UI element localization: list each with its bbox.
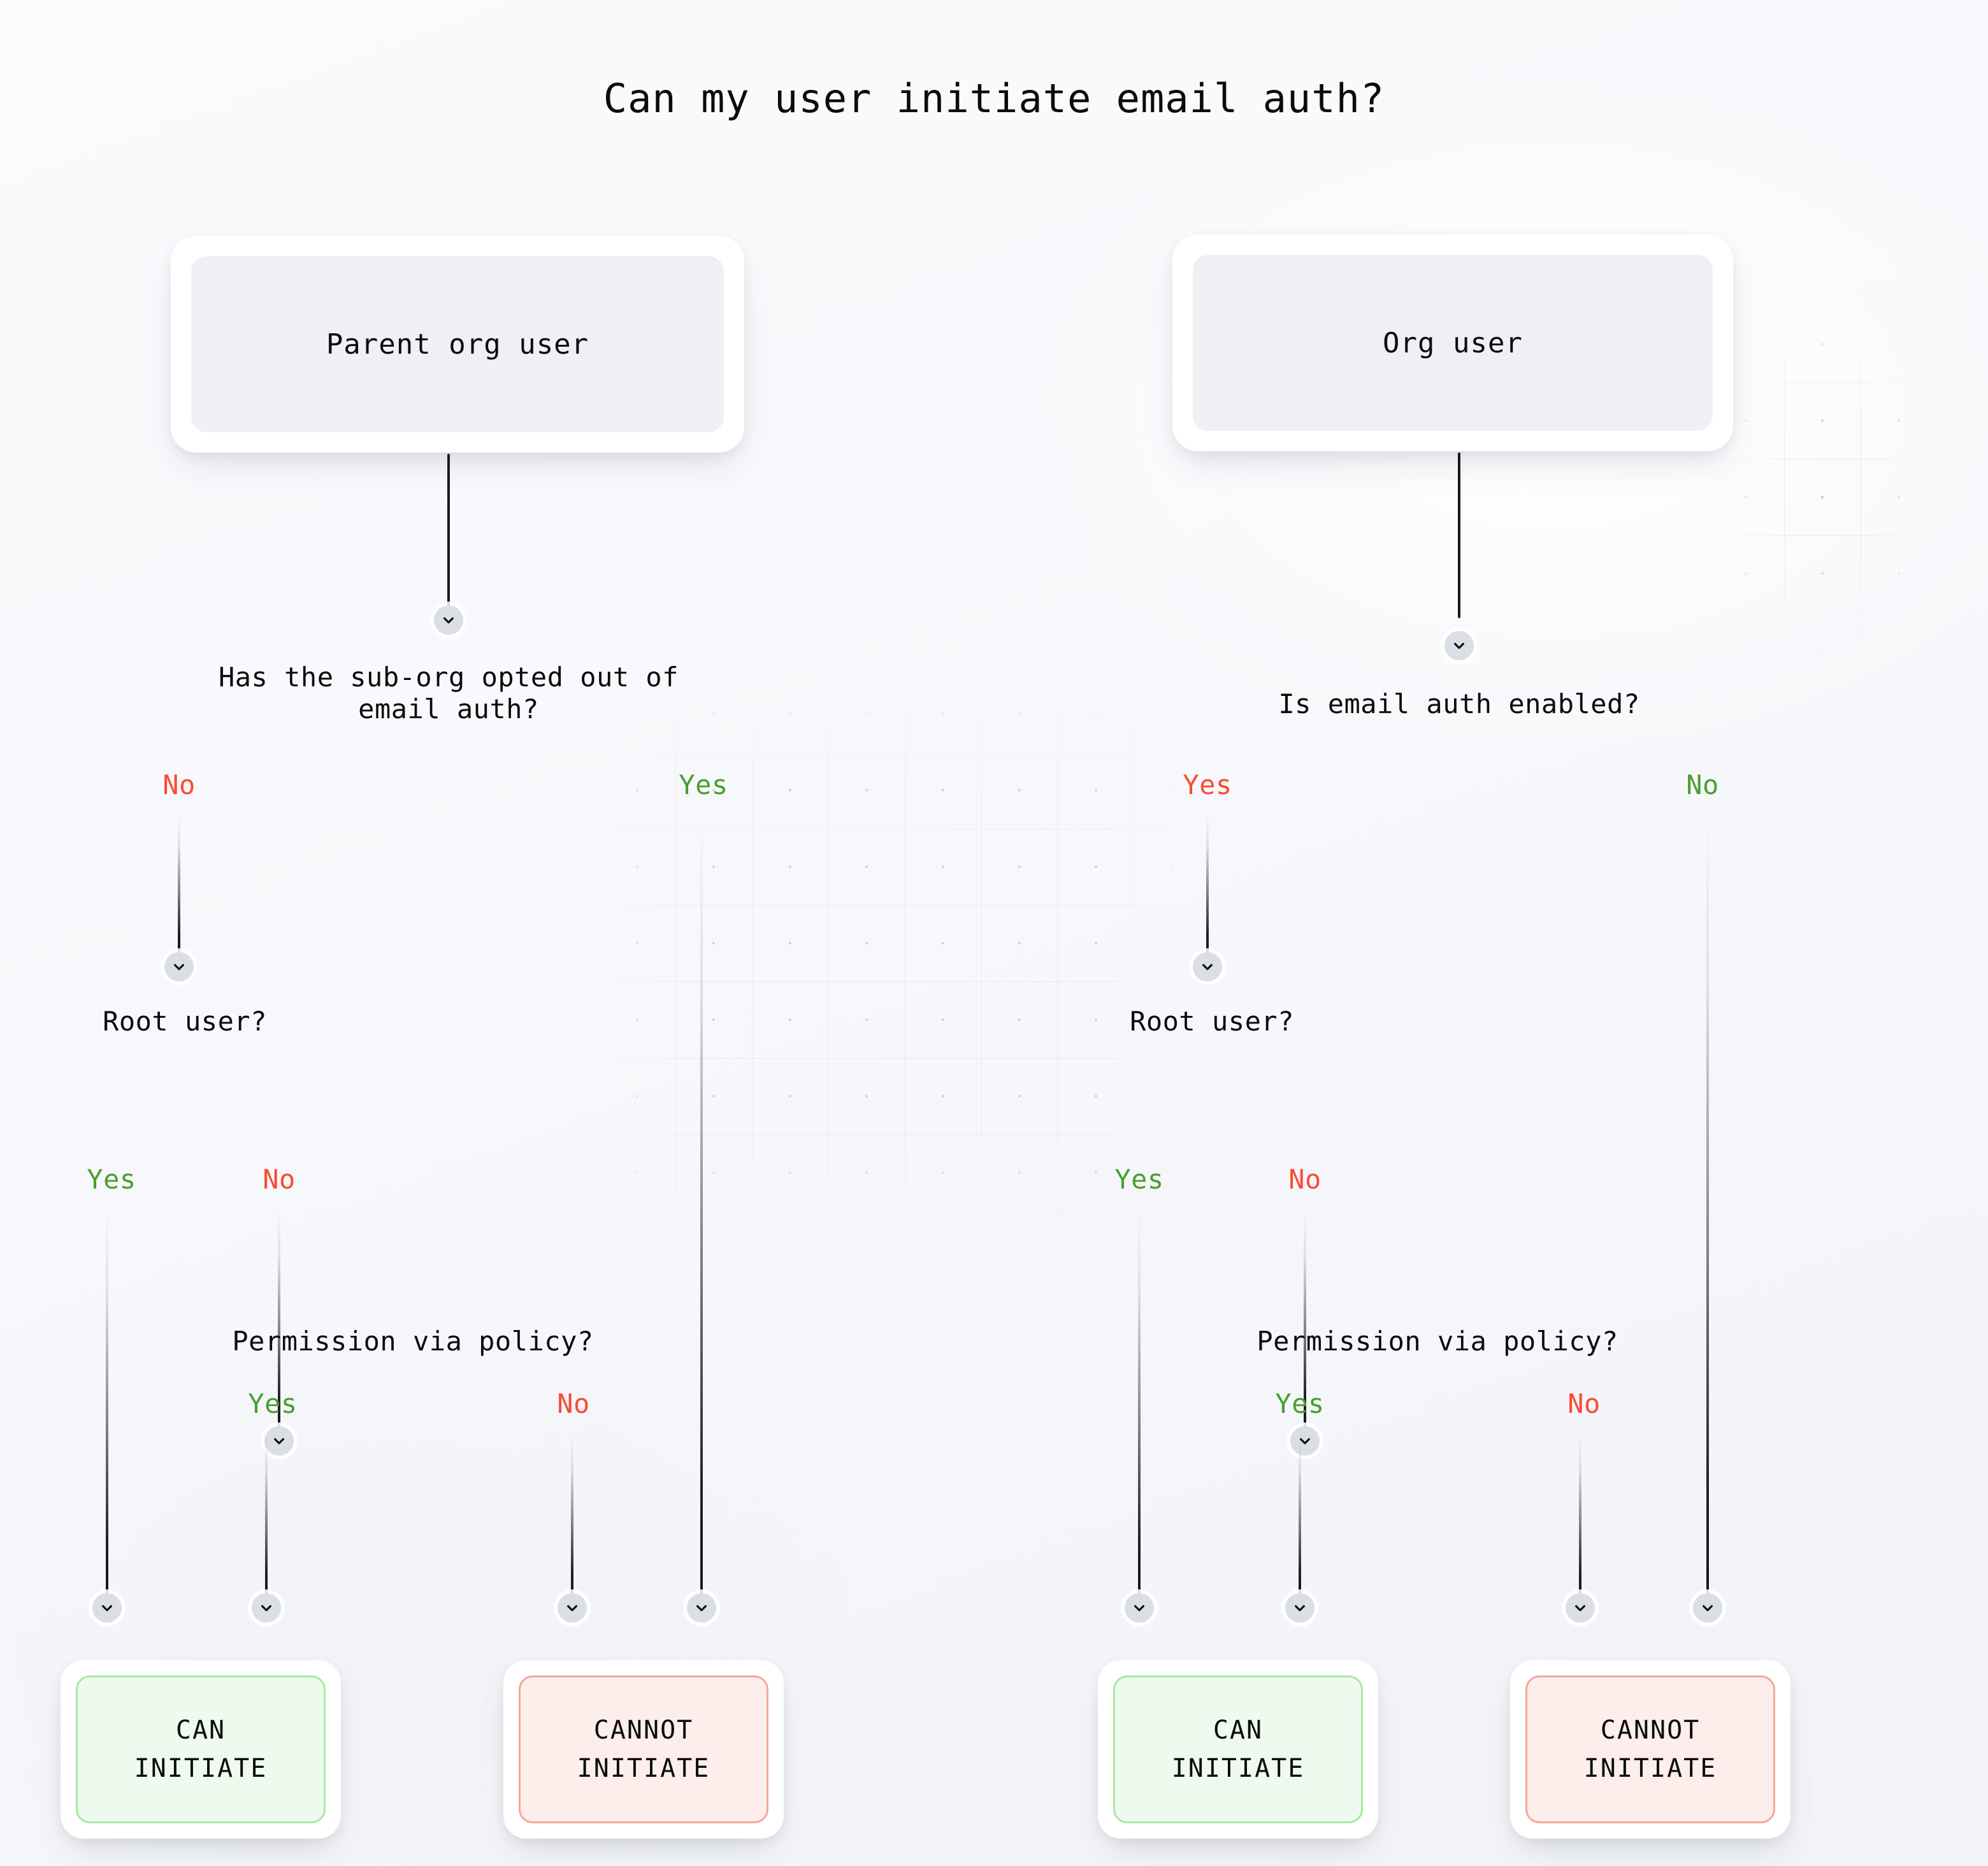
outcome-box: CANNOT INITIATE — [519, 1675, 768, 1823]
edge-q2-no-to-q3-left — [278, 1210, 280, 1428]
outcome-line-1: CAN — [175, 1716, 226, 1745]
outcome-line-1: CANNOT — [1600, 1716, 1701, 1745]
outcome-box: CAN INITIATE — [1113, 1675, 1363, 1823]
branch-label-q1-no-right[interactable]: No — [1686, 769, 1719, 800]
question-permission-via-policy-right: Permission via policy? — [1257, 1326, 1618, 1357]
branch-label-q3-yes-left[interactable]: Yes — [248, 1388, 298, 1419]
question-root-user-left: Root user? — [103, 1006, 267, 1037]
outcome-line-2: INITIATE — [1171, 1754, 1305, 1783]
branch-label-q1-yes-left[interactable]: Yes — [679, 769, 728, 800]
chevron-down-icon[interactable] — [1444, 631, 1474, 660]
outcome-line-1: CANNOT — [593, 1716, 694, 1745]
branch-label-q2-no-left[interactable]: No — [263, 1164, 296, 1195]
page-title: Can my user initiate email auth? — [603, 75, 1385, 122]
question-root-user-right: Root user? — [1130, 1006, 1294, 1037]
edge-q1-no-to-cannot-right — [1706, 814, 1709, 1595]
chevron-down-icon[interactable] — [252, 1593, 281, 1623]
edge-q3-yes-to-can-right — [1299, 1434, 1301, 1595]
edge-q1-yes-to-cannot-left — [700, 814, 703, 1595]
chevron-down-icon[interactable] — [558, 1593, 587, 1623]
branch-label-q2-yes-right[interactable]: Yes — [1114, 1164, 1164, 1195]
start-node-parent-org-user[interactable]: Parent org user — [171, 236, 744, 452]
outcome-can-initiate-left[interactable]: CAN INITIATE — [61, 1660, 341, 1839]
chevron-down-icon[interactable] — [687, 1593, 716, 1623]
chevron-down-icon[interactable] — [1693, 1593, 1722, 1623]
edge-q3-no-to-cannot-left — [571, 1434, 573, 1595]
decorative-grid-top-right — [1708, 306, 1988, 739]
outcome-cannot-initiate-left[interactable]: CANNOT INITIATE — [503, 1660, 784, 1839]
edge-q1-no-to-q2-left — [178, 814, 180, 953]
branch-label-q2-yes-left[interactable]: Yes — [87, 1164, 136, 1195]
chevron-down-icon[interactable] — [1290, 1426, 1320, 1456]
branch-label-q3-no-left[interactable]: No — [557, 1388, 590, 1419]
chevron-down-icon[interactable] — [1285, 1593, 1315, 1623]
branch-label-q1-yes-right[interactable]: Yes — [1183, 769, 1232, 800]
question-email-auth-enabled: Is email auth enabled? — [1278, 688, 1640, 720]
question-sub-org-opted-out: Has the sub-org opted out of email auth? — [218, 662, 679, 725]
branch-label-q3-yes-right[interactable]: Yes — [1275, 1388, 1325, 1419]
chevron-down-icon[interactable] — [1125, 1593, 1154, 1623]
edge-q2-yes-to-can-left — [106, 1210, 108, 1595]
outcome-line-1: CAN — [1213, 1716, 1264, 1745]
outcome-line-2: INITIATE — [1583, 1754, 1717, 1783]
outcome-can-initiate-right[interactable]: CAN INITIATE — [1098, 1660, 1378, 1839]
outcome-line-2: INITIATE — [134, 1754, 268, 1783]
start-node-label: Org user — [1193, 255, 1713, 431]
branch-label-q1-no-left[interactable]: No — [162, 769, 196, 800]
outcome-line-2: INITIATE — [577, 1754, 710, 1783]
chevron-down-icon[interactable] — [434, 605, 463, 635]
edge-root-to-q1-left — [447, 454, 450, 607]
chevron-down-icon[interactable] — [264, 1426, 294, 1456]
chevron-down-icon[interactable] — [1566, 1593, 1595, 1623]
outcome-box: CANNOT INITIATE — [1525, 1675, 1775, 1823]
question-permission-via-policy-left: Permission via policy? — [232, 1326, 594, 1357]
decorative-grid-center — [599, 676, 1185, 1275]
edge-q3-yes-to-can-left — [265, 1434, 268, 1595]
decorative-grid-dots-top-right — [1708, 306, 1988, 739]
start-node-label: Parent org user — [191, 256, 724, 432]
chevron-down-icon[interactable] — [1193, 952, 1222, 981]
edge-q3-no-to-cannot-right — [1579, 1434, 1581, 1595]
edge-q1-yes-to-q2-right — [1206, 814, 1209, 953]
branch-label-q2-no-right[interactable]: No — [1288, 1164, 1322, 1195]
outcome-cannot-initiate-right[interactable]: CANNOT INITIATE — [1510, 1660, 1790, 1839]
start-node-org-user[interactable]: Org user — [1172, 235, 1733, 451]
edge-root-to-q1-right — [1458, 452, 1460, 618]
outcome-box: CAN INITIATE — [76, 1675, 326, 1823]
chevron-down-icon[interactable] — [164, 952, 194, 981]
decorative-grid-dots-center — [599, 676, 1185, 1275]
branch-label-q3-no-right[interactable]: No — [1567, 1388, 1601, 1419]
chevron-down-icon[interactable] — [92, 1593, 122, 1623]
edge-q2-yes-to-can-right — [1138, 1210, 1141, 1595]
edge-q2-no-to-q3-right — [1304, 1210, 1306, 1428]
